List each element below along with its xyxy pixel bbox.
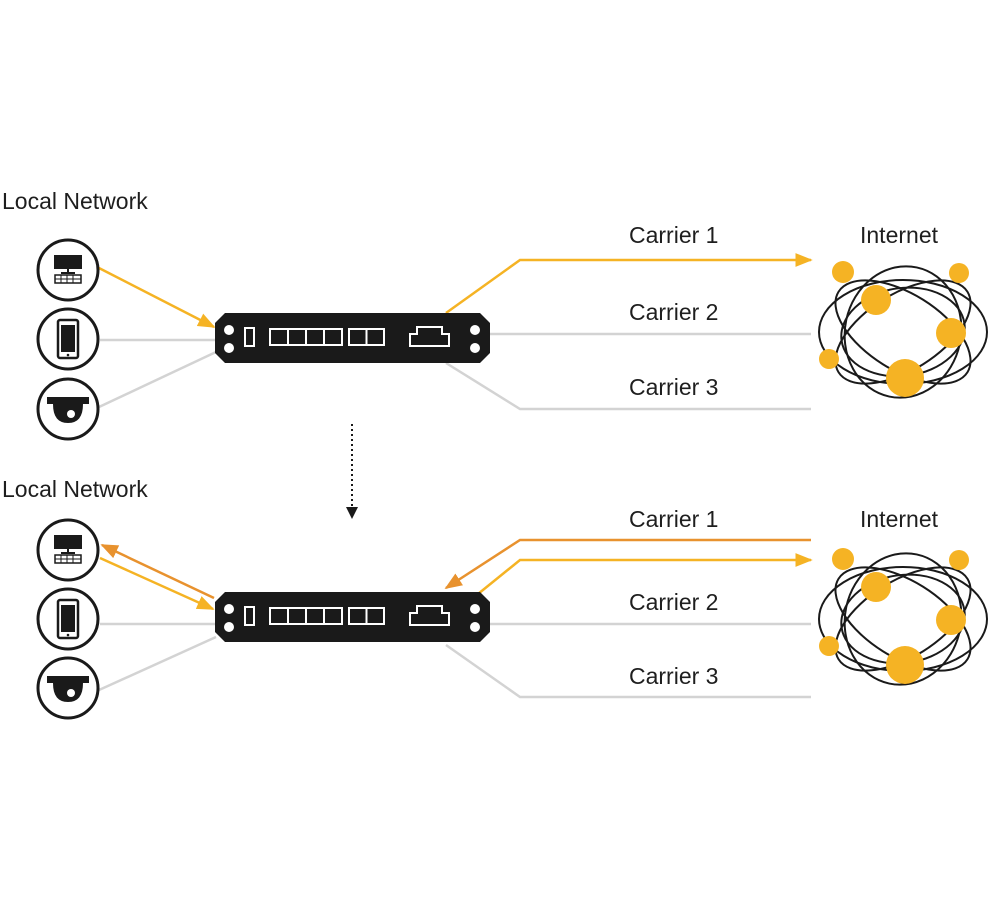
internet-globe-icon (817, 254, 989, 410)
carrier-1-label: Carrier 1 (629, 222, 718, 248)
local-network-label: Local Network (2, 476, 148, 502)
desktop-computer-icon (36, 238, 100, 302)
carrier-1-return-link (444, 538, 811, 590)
return-local-link (100, 543, 215, 600)
carrier-1-label: Carrier 1 (629, 506, 718, 532)
idle-local-link (98, 635, 217, 692)
idle-local-link (98, 350, 217, 409)
security-camera-icon (36, 656, 100, 720)
router-device (214, 312, 491, 364)
carrier-3-idle-link (445, 643, 811, 699)
internet-globe-icon (817, 541, 989, 697)
carrier-3-label: Carrier 3 (629, 663, 718, 689)
carrier-2-label: Carrier 2 (629, 589, 718, 615)
carrier-1-active-link (477, 553, 813, 595)
carrier-2-label: Carrier 2 (629, 299, 718, 325)
smartphone-icon (36, 587, 100, 651)
router-device (214, 591, 491, 643)
smartphone-icon (36, 307, 100, 371)
carrier-1-active-link (445, 253, 813, 315)
panel-before-failover: Local Network Internet Carrier 1 Carrier… (2, 188, 989, 441)
security-camera-icon (36, 377, 100, 441)
internet-label: Internet (860, 506, 939, 532)
active-local-link (96, 265, 216, 329)
transition-arrow (346, 424, 358, 519)
active-local-link (99, 556, 215, 611)
carrier-3-label: Carrier 3 (629, 374, 718, 400)
panel-after-failover: Local Network Internet Carrier 1 Carrier… (2, 476, 989, 720)
carrier-3-idle-link (445, 361, 811, 411)
internet-label: Internet (860, 222, 939, 248)
desktop-computer-icon (36, 518, 100, 582)
local-network-label: Local Network (2, 188, 148, 214)
